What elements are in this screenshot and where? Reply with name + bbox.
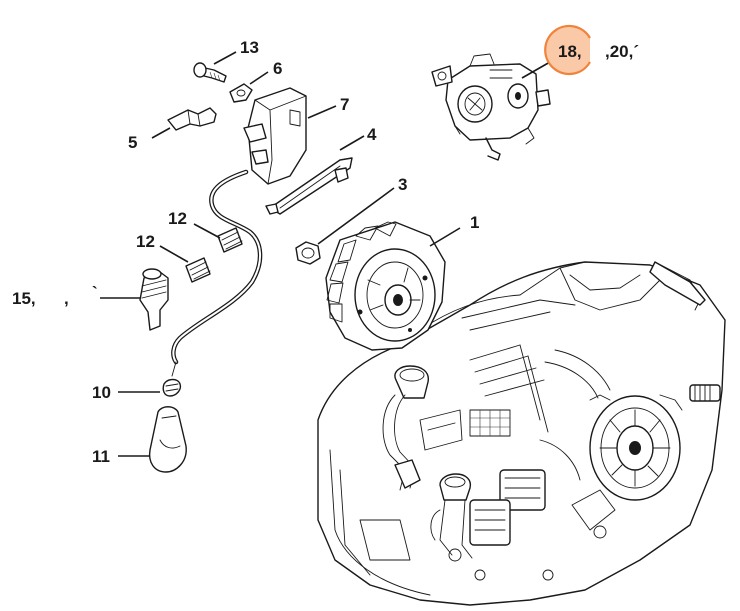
carburetor-assembly [431, 53, 551, 161]
label-12-upper: 12 [168, 209, 187, 228]
spring-part-12-upper [217, 227, 243, 253]
label-18: 18, [558, 42, 582, 61]
label-7: 7 [340, 95, 349, 114]
ignition-lead [171, 169, 263, 365]
label-11: 11 [92, 447, 110, 466]
spring-part-12-lower [185, 257, 211, 283]
spring-clip-part-10 [162, 361, 182, 397]
label-6: 6 [273, 59, 282, 78]
label-15-comma: , [64, 289, 69, 308]
part-labels: 13 6 7 4 5 3 1 12 12 15, , ` 10 11 18, ,… [12, 38, 639, 466]
highlight-marker-18 [544, 24, 591, 76]
label-13: 13 [240, 38, 259, 57]
label-15: 15, [12, 289, 36, 308]
label-20: ,20,´ [605, 42, 639, 61]
spring-contact-part-5 [167, 107, 217, 131]
spark-plug-part-15 [139, 268, 169, 331]
ignition-module-part-7 [243, 87, 307, 185]
clip-part-6 [229, 83, 253, 103]
label-3: 3 [398, 175, 407, 194]
rail-part-4 [265, 157, 353, 215]
label-12-lower: 12 [136, 232, 155, 251]
label-1: 1 [470, 213, 479, 232]
label-5: 5 [128, 133, 137, 152]
label-4: 4 [367, 125, 377, 144]
leader-lines [100, 51, 551, 457]
engine-housing [317, 261, 726, 606]
label-15-mark: ` [92, 283, 98, 302]
screw-part-13 [193, 62, 227, 83]
flywheel-part-1 [325, 221, 446, 351]
label-10: 10 [92, 383, 111, 402]
boot-part-11 [148, 406, 187, 473]
nut-part-3 [295, 241, 321, 265]
